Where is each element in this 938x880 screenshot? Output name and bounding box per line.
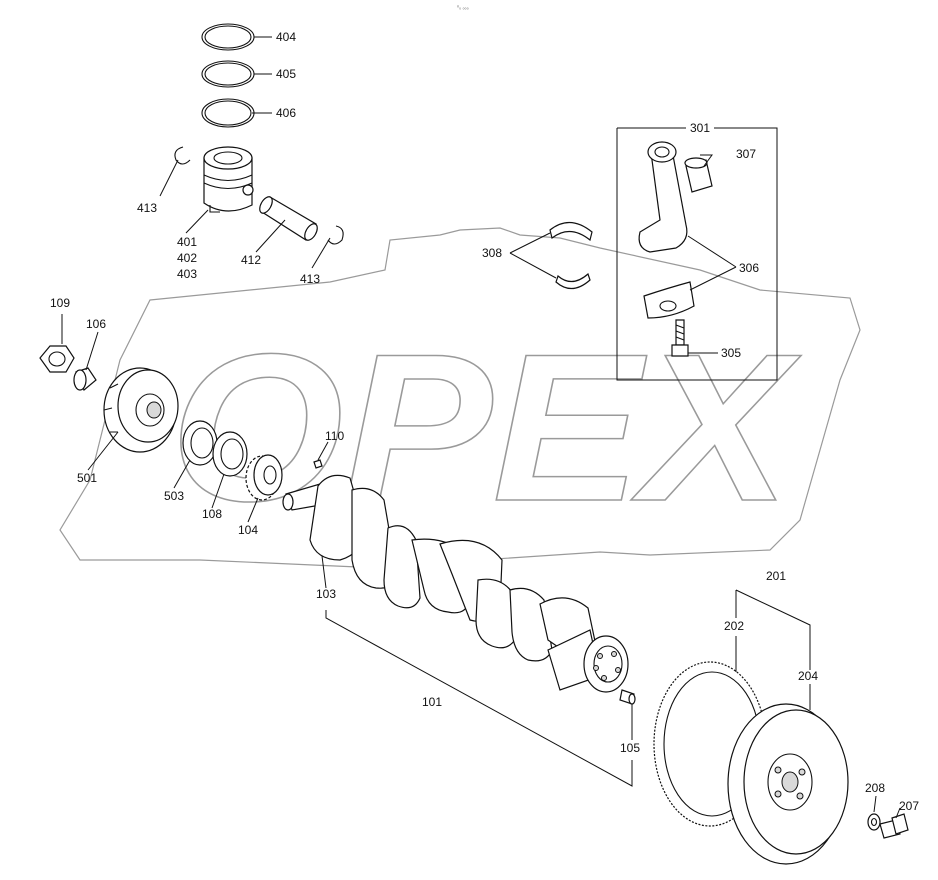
crank-gear-104 bbox=[245, 454, 283, 501]
label-202: 202 bbox=[724, 619, 744, 633]
circlip-413-left bbox=[174, 146, 191, 165]
leader-lines bbox=[61, 36, 901, 819]
watermark-text: OPEX bbox=[170, 310, 802, 545]
label-413-left: 413 bbox=[137, 201, 157, 215]
label-406: 406 bbox=[276, 106, 296, 120]
opex-watermark: OPEX bbox=[59, 227, 861, 569]
label-201: 201 bbox=[766, 569, 786, 583]
label-104: 104 bbox=[238, 523, 258, 537]
part-labels: 404 405 406 413 401 402 403 412 413 301 … bbox=[50, 30, 919, 813]
connecting-rod-cap bbox=[643, 281, 695, 319]
circlip-413-right bbox=[327, 225, 344, 245]
seal-ring-503 bbox=[182, 420, 218, 466]
label-101: 101 bbox=[422, 695, 442, 709]
label-105: 105 bbox=[620, 741, 640, 755]
piston bbox=[203, 146, 254, 213]
piston-ring-404 bbox=[201, 23, 255, 51]
label-110: 110 bbox=[325, 429, 344, 443]
label-404: 404 bbox=[276, 30, 296, 44]
corner-mark: ⁰₀ ₀₀₀ bbox=[457, 5, 469, 11]
piston-ring-406 bbox=[201, 98, 255, 128]
label-103: 103 bbox=[316, 587, 336, 601]
label-108: 108 bbox=[202, 507, 222, 521]
label-207: 207 bbox=[899, 799, 919, 813]
watermark-gear bbox=[59, 227, 861, 569]
label-403: 403 bbox=[177, 267, 197, 281]
label-307: 307 bbox=[736, 147, 756, 161]
washer-208 bbox=[867, 813, 881, 831]
bearing-shell-upper bbox=[549, 221, 593, 242]
nut bbox=[39, 345, 75, 373]
label-501: 501 bbox=[77, 471, 97, 485]
label-405: 405 bbox=[276, 67, 296, 81]
label-106: 106 bbox=[86, 317, 106, 331]
bolt-207 bbox=[879, 813, 909, 839]
conrod-bolt bbox=[671, 319, 689, 357]
small-end-bushing bbox=[684, 157, 713, 193]
crankshaft bbox=[282, 474, 629, 693]
label-402: 402 bbox=[177, 251, 197, 265]
bearing-shell-lower bbox=[555, 272, 591, 290]
piston-ring-405 bbox=[201, 60, 255, 88]
piston-pin bbox=[259, 196, 318, 241]
label-413-right: 413 bbox=[300, 272, 320, 286]
key-110 bbox=[313, 459, 323, 469]
dowel-pin-105 bbox=[619, 689, 636, 705]
conrod-group-bracket bbox=[616, 127, 778, 381]
label-305: 305 bbox=[721, 346, 741, 360]
label-401: 401 bbox=[177, 235, 197, 249]
label-306: 306 bbox=[739, 261, 759, 275]
label-204: 204 bbox=[798, 669, 818, 683]
label-109: 109 bbox=[50, 296, 70, 310]
label-208: 208 bbox=[865, 781, 885, 795]
cone-bushing bbox=[73, 367, 97, 391]
label-308: 308 bbox=[482, 246, 502, 260]
pulley bbox=[103, 367, 179, 453]
flywheel-204 bbox=[727, 703, 849, 865]
thrust-washer-108 bbox=[212, 431, 248, 477]
label-503: 503 bbox=[164, 489, 184, 503]
label-301: 301 bbox=[690, 121, 710, 135]
connecting-rod bbox=[638, 141, 688, 253]
label-412: 412 bbox=[241, 253, 261, 267]
